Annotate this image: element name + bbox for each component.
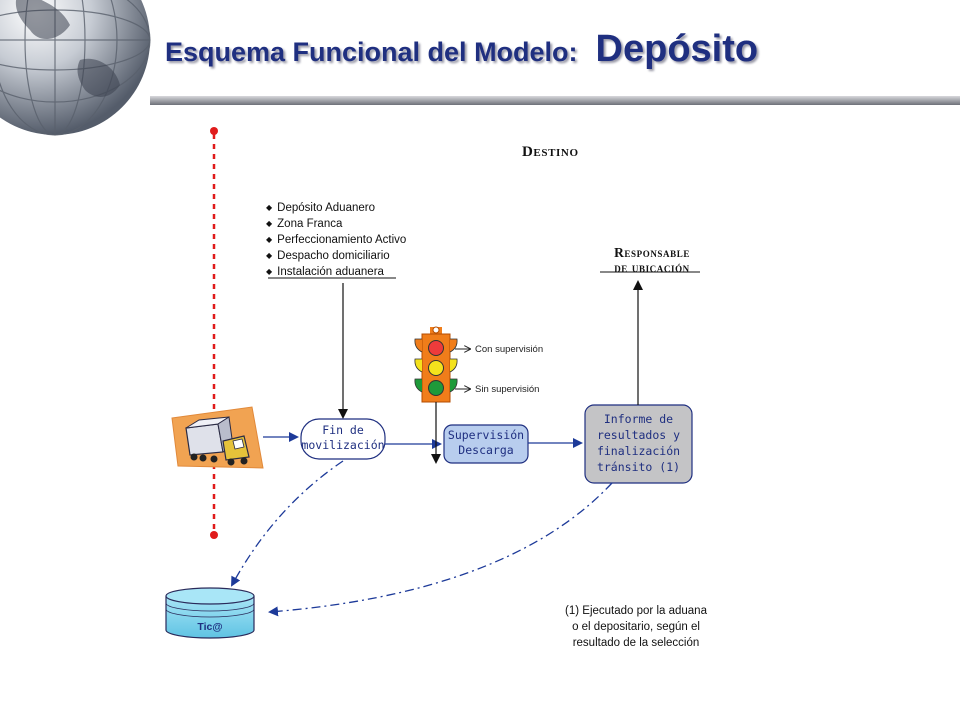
list-item: ◆ Instalación aduanera (266, 264, 406, 280)
destino-label: Destino (522, 144, 579, 160)
destino-option-label: Zona Franca (277, 218, 343, 230)
list-item: ◆ Zona Franca (266, 216, 406, 232)
database-label: Tic@ (197, 621, 223, 633)
list-item: ◆ Perfeccionamiento Activo (266, 232, 406, 248)
destino-option-label: Perfeccionamiento Activo (277, 234, 407, 246)
globe-icon (0, 0, 151, 136)
diamond-bullet-icon: ◆ (266, 203, 273, 212)
destino-option-label: Despacho domiciliario (277, 250, 390, 262)
title-part2: Depósito (595, 28, 759, 70)
con-supervision-label: Con supervisión (475, 344, 544, 355)
supervision-descarga-label: Supervisión Descarga (444, 428, 528, 458)
supervision-line2: Descarga (458, 443, 514, 457)
informe-line3: finalización (596, 444, 681, 458)
supervision-descarga-box (443, 424, 529, 464)
footnote: (1) Ejecutado por la aduana o el deposit… (536, 603, 736, 651)
header-bar (150, 96, 960, 105)
footnote-line3: resultado de la selección (572, 637, 700, 649)
truck-icon (171, 406, 264, 469)
diamond-bullet-icon: ◆ (266, 251, 273, 260)
footnote-line2: o el depositario, según el (572, 621, 700, 633)
footnote-line1: (1) Ejecutado por la aduana (565, 605, 707, 617)
responsable-line1: Responsable (614, 245, 690, 260)
traffic-light-icon (414, 326, 458, 403)
border-line (210, 127, 218, 539)
destino-option-label: Instalación aduanera (277, 266, 384, 278)
fin-movilizacion-box (300, 418, 386, 460)
list-item: ◆ Despacho domiciliario (266, 248, 406, 264)
fin-line2: movilización (301, 438, 385, 452)
responsable-line2: de ubicación (614, 260, 690, 275)
informe-label: Informe de resultados y finalización trá… (585, 411, 692, 475)
responsable-label: Responsable de ubicación (594, 245, 710, 275)
dashed-arrow-fin-to-database (231, 460, 344, 587)
informe-line1: Informe de (603, 412, 674, 426)
database-icon (165, 587, 255, 639)
diamond-bullet-icon: ◆ (266, 267, 273, 276)
informe-line4: tránsito (1) (596, 460, 681, 474)
title-part1: Esquema Funcional del Modelo: (165, 37, 578, 67)
diamond-bullet-icon: ◆ (266, 219, 273, 228)
diamond-bullet-icon: ◆ (266, 235, 273, 244)
supervision-line1: Supervisión (447, 428, 525, 442)
fin-line1: Fin de (322, 423, 364, 437)
dashed-arrow-informe-to-database (268, 482, 613, 617)
destino-options-list: ◆ Depósito Aduanero ◆ Zona Franca ◆ Perfecc… (266, 200, 406, 280)
sin-supervision-label: Sin supervisión (475, 384, 540, 395)
destino-option-label: Depósito Aduanero (277, 202, 375, 214)
list-item: ◆ Depósito Aduanero (266, 200, 406, 216)
fin-movilizacion-label: Fin de movilización (301, 423, 385, 453)
page-title: Esquema Funcional del Modelo: Depósito (165, 28, 758, 71)
informe-line2: resultados y (596, 428, 681, 442)
